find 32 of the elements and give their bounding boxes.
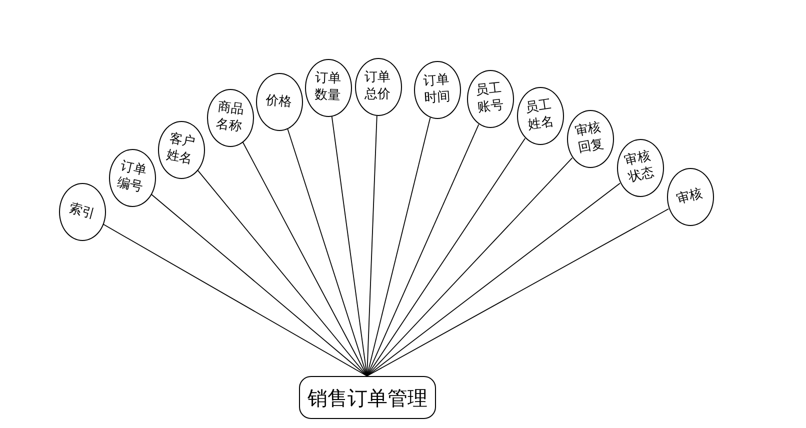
node-label: 订单总价 xyxy=(364,70,392,104)
connector-line xyxy=(242,142,368,376)
node-label: 员工姓名 xyxy=(524,97,556,135)
attribute-ellipse xyxy=(516,87,564,145)
connector-line xyxy=(102,224,368,376)
entity-box xyxy=(299,376,436,419)
connector-line xyxy=(366,116,378,376)
connector-line xyxy=(366,117,431,376)
node-label: 员工账号 xyxy=(474,80,506,118)
node-label: 商品名称 xyxy=(214,100,246,136)
node-label: 审核 xyxy=(674,185,706,209)
connector-line xyxy=(366,208,669,376)
node-label: 价格 xyxy=(264,92,294,112)
connector-line xyxy=(197,170,368,376)
connector-line xyxy=(366,138,526,376)
node-label: 订单数量 xyxy=(314,70,342,106)
connector-line xyxy=(150,194,368,376)
connector-line xyxy=(366,124,480,376)
node-label: 订单时间 xyxy=(422,72,452,108)
attribute-ellipse xyxy=(206,89,254,147)
connector-line xyxy=(331,116,368,376)
attribute-ellipse xyxy=(158,121,204,179)
connector-line xyxy=(366,182,620,376)
node-label: 审核状态 xyxy=(622,148,658,188)
node-label: 客户姓名 xyxy=(164,131,198,169)
entity-label: 销售订单管理 xyxy=(308,384,428,412)
attribute-ellipse xyxy=(466,70,514,128)
connector-line xyxy=(287,128,368,376)
node-label: 订单编号 xyxy=(115,158,149,198)
connector-line xyxy=(366,157,573,376)
node-label: 审核回复 xyxy=(573,120,607,158)
node-label: 索引 xyxy=(66,200,98,224)
